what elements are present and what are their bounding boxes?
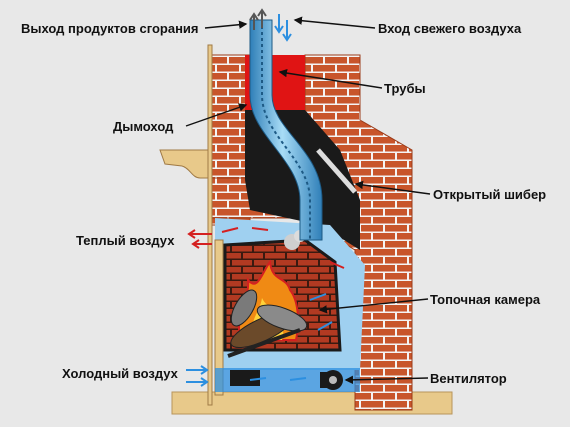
log <box>256 304 308 332</box>
ash-pan <box>230 370 260 386</box>
pipe-outer <box>249 19 323 241</box>
label-fresh-air: Вход свежего воздуха <box>378 21 522 36</box>
warm-air-arrows <box>187 229 212 249</box>
label-chimney: Дымоход <box>113 119 174 134</box>
leader-chimney <box>185 103 248 127</box>
leader-exhaust <box>204 20 248 29</box>
frame-post <box>207 44 213 406</box>
firebox-door <box>214 239 224 396</box>
label-fan: Вентилятор <box>430 371 507 386</box>
grate <box>227 328 301 358</box>
log <box>230 289 258 327</box>
label-firebox: Топочная камера <box>430 292 541 307</box>
damper-plate <box>316 148 357 194</box>
exhaust-arrows <box>249 8 267 30</box>
mantel-shelf <box>159 149 213 179</box>
leader-pipes <box>278 68 383 89</box>
label-cold-air: Холодный воздух <box>62 366 178 381</box>
leader-firebox <box>318 298 429 314</box>
hot-flow-marks <box>221 227 345 269</box>
pipe-inner <box>261 20 311 240</box>
fresh-air-arrows <box>274 14 292 42</box>
cold-air-arrows <box>186 365 209 387</box>
leader-fan <box>344 375 429 385</box>
label-exhaust: Выход продуктов сгорания <box>21 21 199 36</box>
label-warm-air: Теплый воздух <box>76 233 175 248</box>
leader-damper <box>354 180 431 195</box>
cold-flow-marks <box>249 293 333 381</box>
label-damper: Открытый шибер <box>433 187 547 202</box>
label-pipes: Трубы <box>384 81 426 96</box>
leader-fresh-air <box>293 16 376 29</box>
